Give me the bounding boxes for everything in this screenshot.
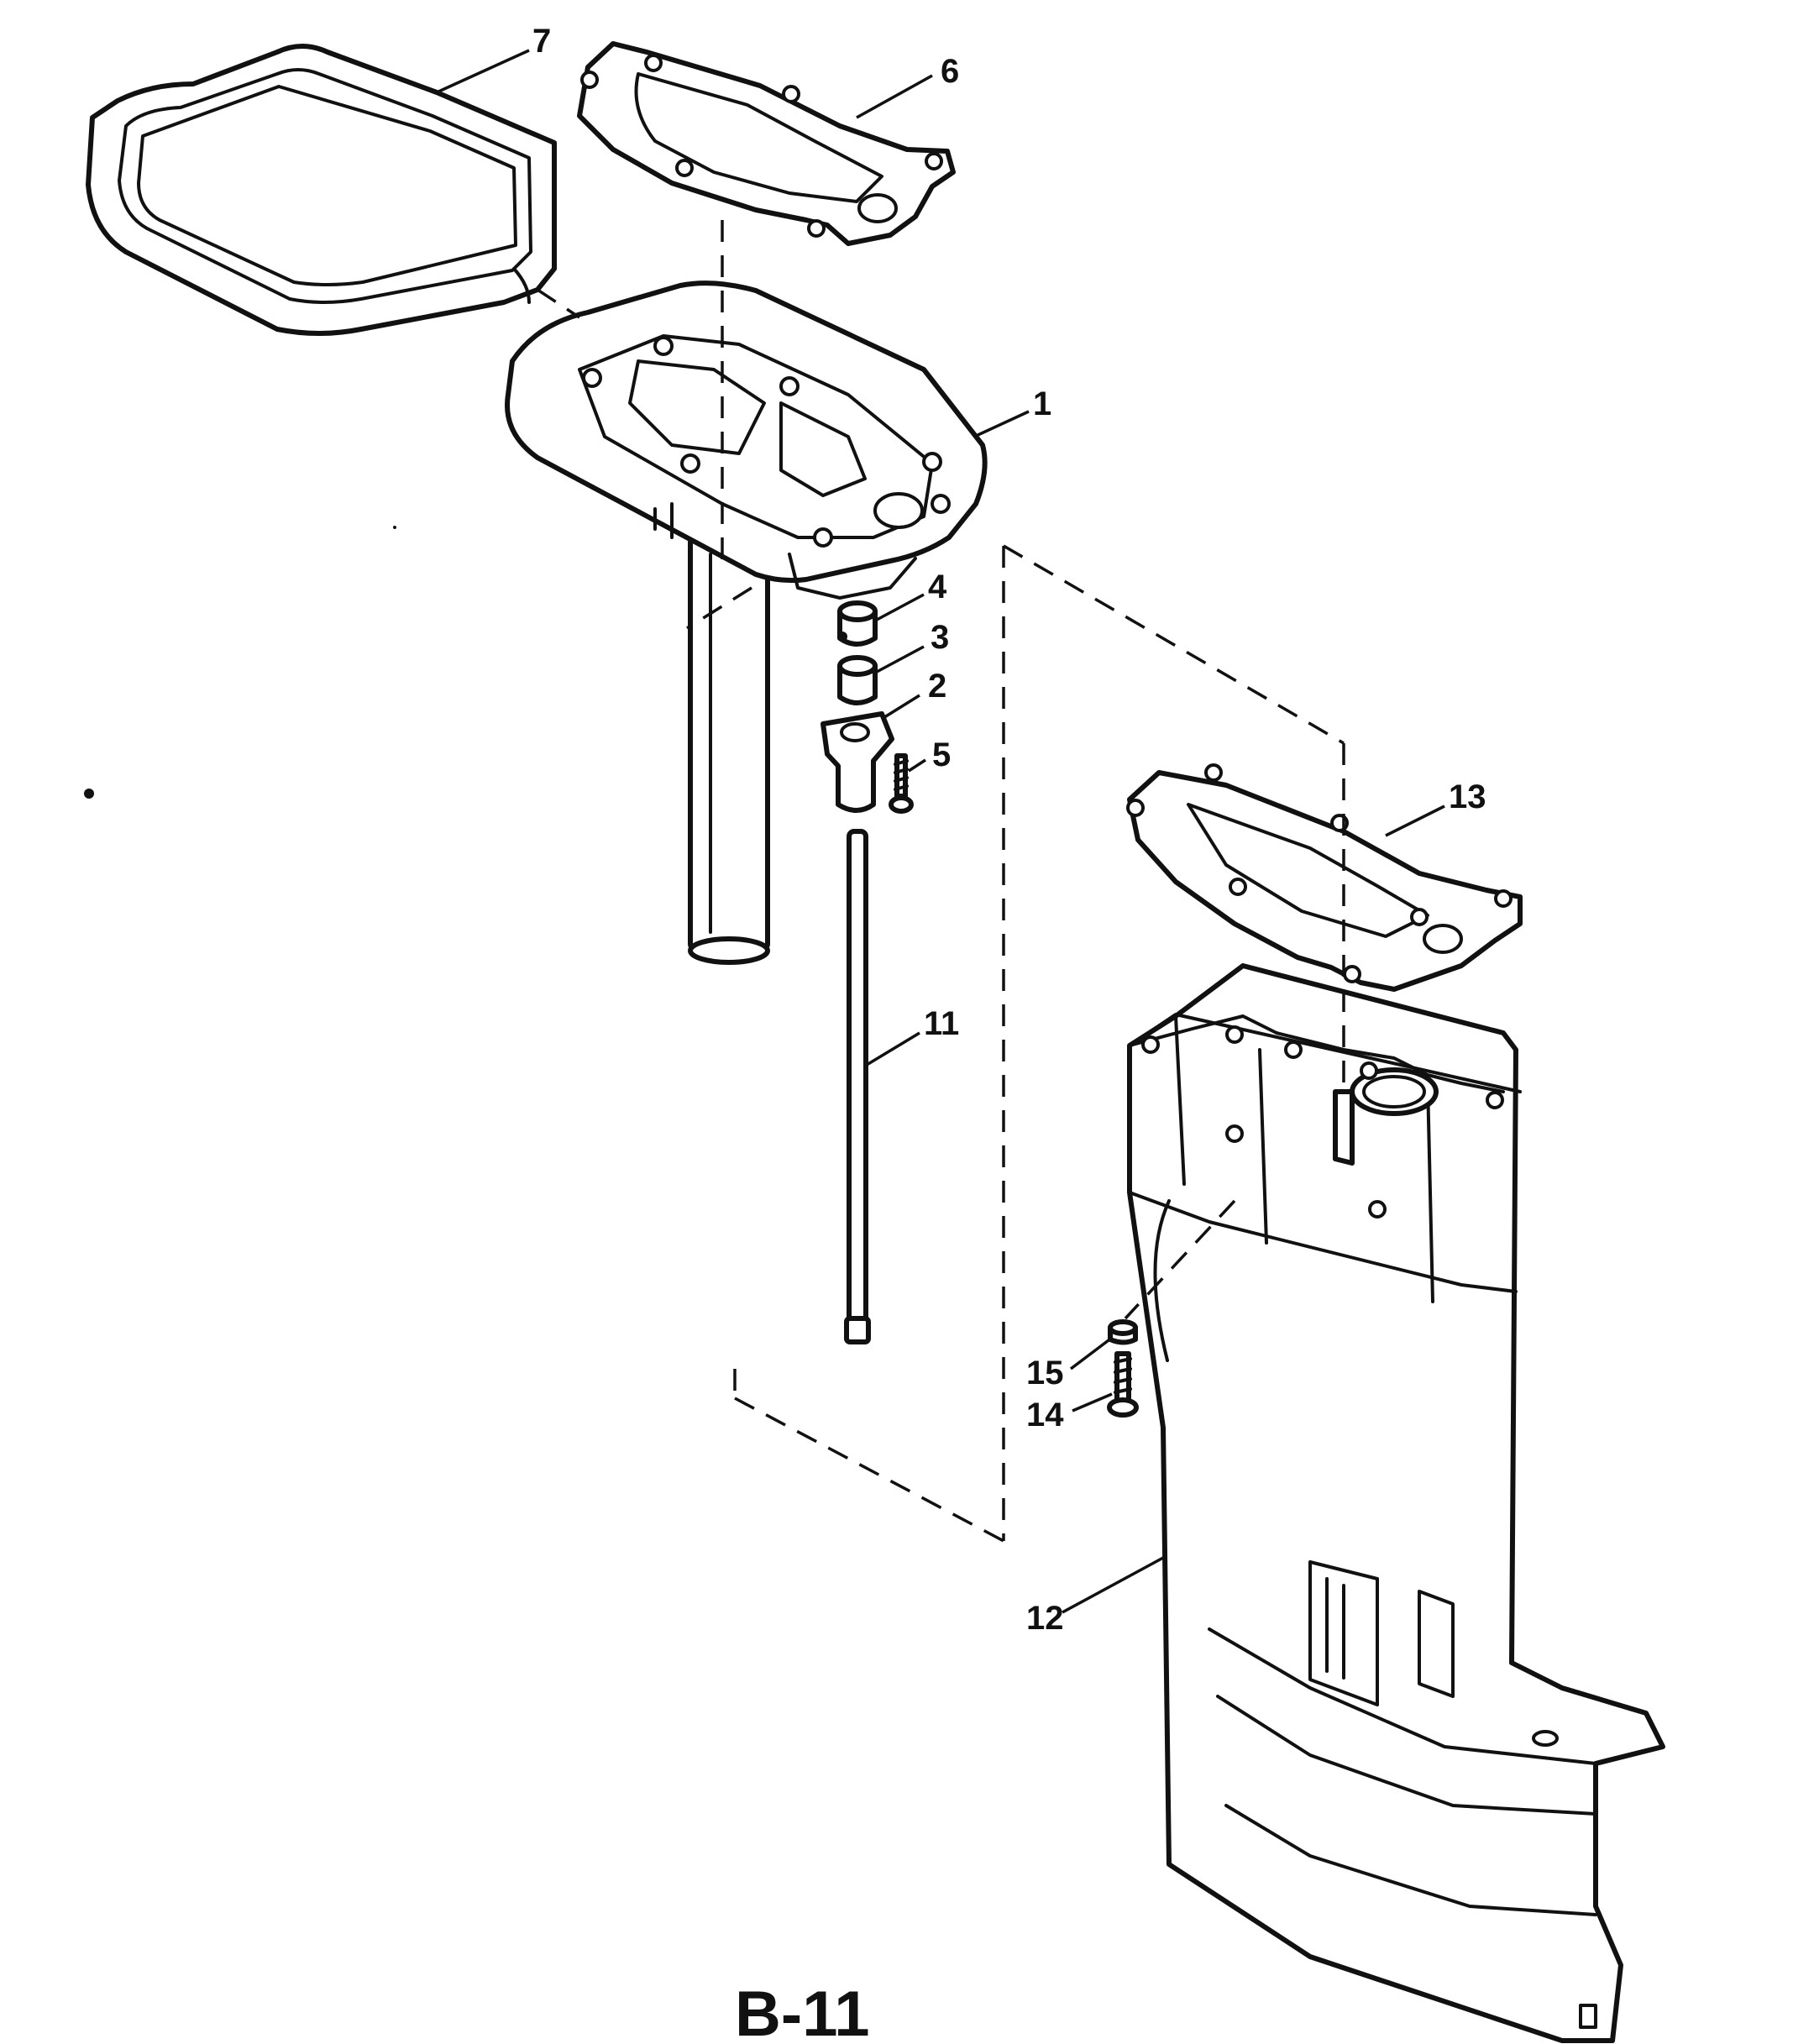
callout-1: 1 — [1033, 385, 1051, 422]
callout-7: 7 — [532, 23, 551, 60]
callout-5: 5 — [932, 736, 951, 773]
part-1-adaptor-plate — [505, 280, 988, 965]
callout-4: 4 — [928, 569, 947, 605]
callout-2: 2 — [928, 668, 946, 705]
callout-3: 3 — [931, 619, 949, 656]
part-3-sleeve — [837, 655, 878, 705]
part-15-nut — [1108, 1319, 1138, 1345]
page-number: B-11 — [735, 1978, 870, 2044]
part-13-gasket — [1126, 763, 1523, 992]
callout-6: 6 — [941, 53, 959, 90]
part-5-screw — [889, 753, 914, 814]
part-14-screw — [1107, 1351, 1139, 1418]
leader-lines — [436, 49, 1445, 1614]
part-2-retainer — [820, 711, 894, 813]
callout-labels: 7 6 1 4 3 2 5 11 13 15 14 12 — [532, 23, 1486, 1637]
part-7-seal — [86, 44, 557, 336]
part-4-bushing — [837, 600, 878, 647]
callout-14: 14 — [1026, 1397, 1064, 1433]
scan-speck — [84, 789, 94, 799]
callout-11: 11 — [924, 1005, 959, 1042]
callout-13: 13 — [1449, 778, 1486, 815]
part-11-driveshaft — [844, 829, 871, 1344]
part-6-gasket — [577, 41, 956, 246]
callout-12: 12 — [1026, 1600, 1064, 1637]
scan-speck — [393, 526, 396, 529]
callout-15: 15 — [1026, 1355, 1064, 1391]
part-12-driveshaft-housing — [1127, 963, 1665, 2043]
assembly-lines — [537, 220, 1345, 1543]
